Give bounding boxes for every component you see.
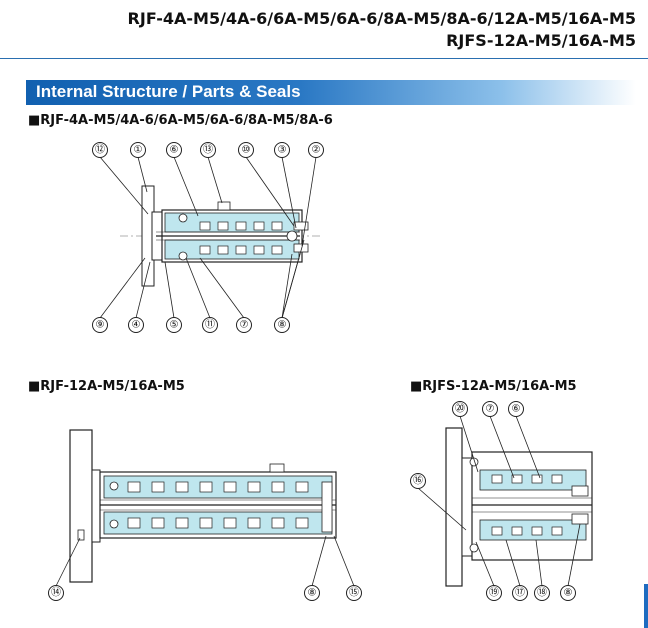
diagram-2-label: ■RJF-12A-M5/16A-M5 bbox=[28, 379, 185, 394]
svg-text:①: ① bbox=[134, 145, 143, 156]
svg-text:⑦: ⑦ bbox=[240, 320, 249, 331]
header-rule bbox=[0, 58, 648, 59]
callout-19: ⑲ bbox=[486, 585, 502, 601]
diagram-1-label: ■RJF-4A-M5/4A-6/6A-M5/6A-6/8A-M5/8A-6 bbox=[28, 113, 333, 128]
callout-3: ③ bbox=[274, 142, 290, 158]
svg-text:⑰: ⑰ bbox=[515, 587, 525, 599]
section-title: Internal Structure / Parts & Seals bbox=[36, 82, 301, 101]
svg-text:⑤: ⑤ bbox=[170, 320, 179, 331]
diagram-1-drawing: ⑫ ① ⑥ ⑬ ⑩ ③ ② ⑨ ④ ⑤ ⑪ ⑦ ⑧ bbox=[92, 142, 324, 333]
page-side-tab bbox=[644, 584, 648, 628]
callout-13: ⑬ bbox=[200, 142, 216, 158]
svg-text:⑥: ⑥ bbox=[512, 404, 521, 415]
callout-11: ⑪ bbox=[202, 317, 218, 333]
svg-text:⑧: ⑧ bbox=[564, 588, 573, 599]
callout-9: ⑨ bbox=[92, 317, 108, 333]
callout-17: ⑰ bbox=[512, 585, 528, 601]
diagram-3-label: ■RJFS-12A-M5/16A-M5 bbox=[410, 379, 577, 394]
svg-text:⑧: ⑧ bbox=[278, 320, 287, 331]
svg-text:⑩: ⑩ bbox=[242, 145, 251, 156]
callout-8c: ⑧ bbox=[560, 585, 576, 601]
callout-6c: ⑥ bbox=[508, 401, 524, 417]
callout-16: ⑯ bbox=[410, 473, 426, 489]
callout-4: ④ bbox=[128, 317, 144, 333]
title-line-1: RJF-4A-M5/4A-6/6A-M5/6A-6/8A-M5/8A-6/12A… bbox=[127, 9, 636, 28]
svg-text:③: ③ bbox=[278, 145, 287, 156]
svg-text:⑨: ⑨ bbox=[96, 320, 105, 331]
svg-text:⑫: ⑫ bbox=[95, 144, 105, 156]
svg-text:⑯: ⑯ bbox=[413, 475, 423, 487]
callout-1: ① bbox=[130, 142, 146, 158]
page-title: RJF-4A-M5/4A-6/6A-M5/6A-6/8A-M5/8A-6/12A… bbox=[128, 8, 636, 52]
svg-text:④: ④ bbox=[132, 320, 141, 331]
callout-10: ⑩ bbox=[238, 142, 254, 158]
svg-text:⑲: ⑲ bbox=[489, 587, 499, 599]
svg-text:⑱: ⑱ bbox=[537, 587, 547, 599]
callout-12: ⑫ bbox=[92, 142, 108, 158]
svg-text:⑦: ⑦ bbox=[486, 404, 495, 415]
diagram-3-drawing: ⑳ ⑦ ⑥ ⑯ ⑲ ⑰ ⑱ ⑧ bbox=[410, 401, 593, 601]
title-line-2: RJFS-12A-M5/16A-M5 bbox=[446, 31, 636, 50]
diagram-2-drawing: ⑭ ⑧ ⑮ bbox=[48, 429, 362, 601]
svg-text:⑮: ⑮ bbox=[349, 587, 359, 599]
callout-5: ⑤ bbox=[166, 317, 182, 333]
callout-18: ⑱ bbox=[534, 585, 550, 601]
callout-20: ⑳ bbox=[452, 401, 468, 417]
svg-text:⑳: ⑳ bbox=[455, 403, 465, 415]
svg-text:⑬: ⑬ bbox=[203, 144, 213, 156]
svg-text:⑪: ⑪ bbox=[205, 319, 215, 331]
svg-text:⑭: ⑭ bbox=[51, 587, 61, 599]
callout-8b: ⑧ bbox=[304, 585, 320, 601]
callout-6: ⑥ bbox=[166, 142, 182, 158]
section-header: Internal Structure / Parts & Seals bbox=[26, 80, 636, 105]
svg-text:②: ② bbox=[312, 145, 321, 156]
callout-2: ② bbox=[308, 142, 324, 158]
svg-text:⑥: ⑥ bbox=[170, 145, 179, 156]
callout-7c: ⑦ bbox=[482, 401, 498, 417]
callout-14: ⑭ bbox=[48, 585, 64, 601]
callout-8: ⑧ bbox=[274, 317, 290, 333]
svg-text:⑧: ⑧ bbox=[308, 588, 317, 599]
callout-7: ⑦ bbox=[236, 317, 252, 333]
callout-15: ⑮ bbox=[346, 585, 362, 601]
